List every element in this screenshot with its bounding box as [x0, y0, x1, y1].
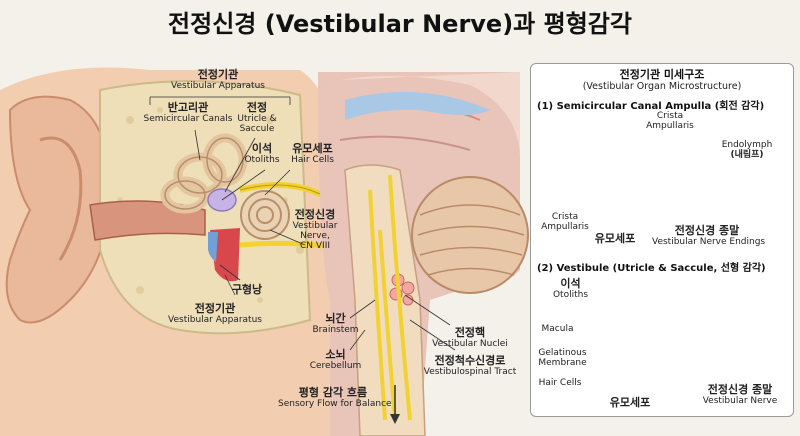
page-title: 전정신경 (Vestibular Nerve)과 평형감각 [168, 10, 632, 38]
cochlea-drawing [240, 190, 290, 240]
label-otoliths-panel: 이석 Otoliths [552, 277, 589, 300]
section-vestibule-heading: (2) Vestibule (Utricle & Saccule, 선형 감각) [537, 263, 766, 274]
label-vestibule: 전정 Utricle & Saccule [237, 101, 277, 134]
label-vestibular-apparatus-bottom: 전정기관 Vestibular Apparatus [168, 302, 262, 325]
panel-title: 전정기관 미세구조 [619, 68, 705, 81]
panel-subtitle: (Vestibular Organ Microstructure) [582, 81, 742, 92]
label-hair-cells: 유모세포 Hair Cells [291, 142, 334, 165]
label-tympanic: 구형낭 [231, 283, 263, 296]
label-vestibular-nuclei: 전정핵 Vestibular Nuclei [432, 326, 508, 349]
label-crista-left: Crista Ampullaris [541, 212, 589, 232]
label-crista-top: Crista Ampullaris [646, 111, 694, 131]
label-gelatinous-membrane: Gelatinous Membrane [538, 348, 587, 368]
label-endolymph: Endolymph (내림프) [721, 140, 773, 160]
label-nerve-endings: 전정신경 종말 Vestibular Nerve Endings [652, 224, 766, 247]
label-cerebellum: 소뇌 Cerebellum [309, 348, 362, 371]
label-vestibulospinal-tract: 전정척수신경로 Vestibulospinal Tract [423, 354, 517, 377]
outer-ear [5, 95, 112, 324]
cerebellum-drawing [411, 176, 529, 294]
label-otoliths: 이석 Otoliths [244, 142, 280, 165]
label-sensory-flow: 평형 감각 흐름 Sensory Flow for Balance [278, 386, 392, 409]
label-macula: Macula [541, 324, 574, 334]
label-brainstem: 뇌간 Brainstem [312, 312, 359, 335]
label-vestibular-nerve: 전정신경 Vestibular Nerve, CN VIII [292, 208, 338, 251]
temporal-bone [99, 80, 312, 335]
microstructure-panel: 전정기관 미세구조 (Vestibular Organ Microstructu… [530, 63, 794, 417]
label-nerve-end-macula: 전정신경 종말 Vestibular Nerve [702, 383, 778, 406]
label-vestibular-apparatus-top: 전정기관 Vestibular Apparatus [171, 68, 265, 91]
label-hair-cells-macula: Hair Cells [538, 378, 582, 388]
label-hair-cells-ampulla: 유모세포 [594, 232, 636, 245]
section-ampulla-heading: (1) Semicircular Canal Ampulla (회전 감각) [537, 101, 765, 112]
label-hair-cells-macula-ko: 유모세포 [609, 396, 651, 409]
label-semicircular-canals: 반고리관 Semicircular Canals [143, 101, 233, 124]
